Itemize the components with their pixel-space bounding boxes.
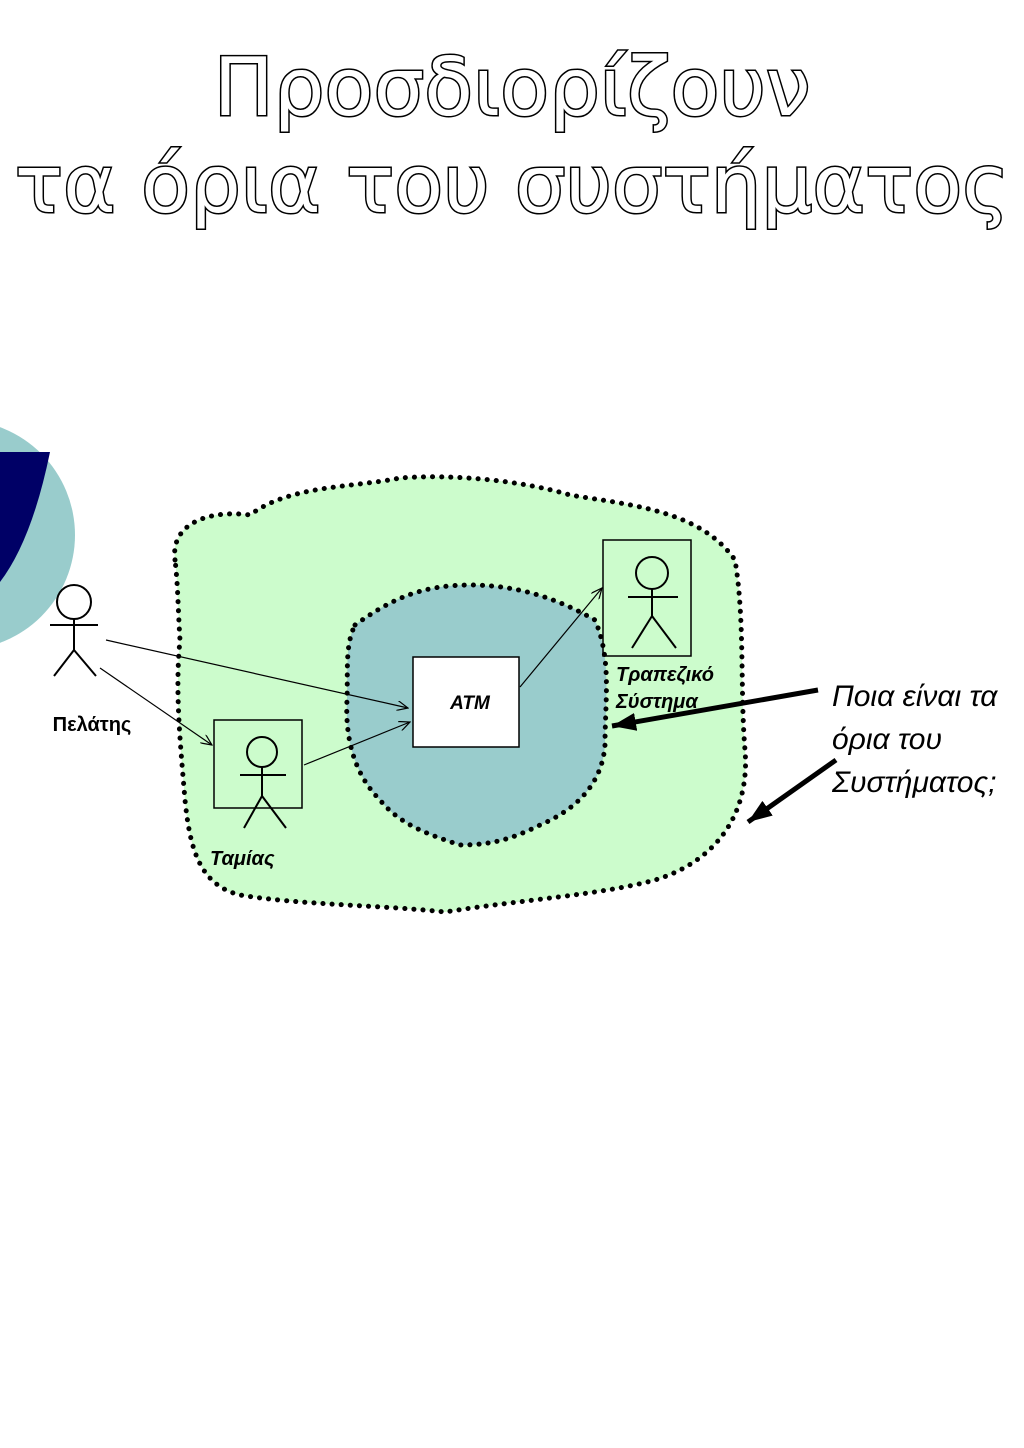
- question-line-1: Ποια είναι τα: [832, 680, 998, 713]
- slide-title-line-2: τα όρια του συστήματος: [13, 138, 1010, 231]
- bank-system-actor-icon: [628, 556, 678, 649]
- slide-title-line-1: Προσδιορίζουν: [212, 41, 812, 134]
- bank-system-label-line-1: Τραπεζικό: [616, 664, 714, 686]
- cashier-label: Ταμίας: [210, 848, 275, 870]
- atm-label: ATM: [449, 693, 491, 714]
- question-line-2: όρια του: [832, 723, 942, 756]
- arrow-atm-to-bank-system: [519, 588, 602, 688]
- arrow-question-to-inner-boundary: [611, 687, 819, 731]
- arrow-question-to-outer-boundary: [746, 757, 838, 825]
- customer-actor-icon: [50, 584, 98, 677]
- arrow-customer-to-cashier: [99, 667, 212, 745]
- customer-label: Πελάτης: [53, 714, 132, 736]
- atm-system-box: [412, 656, 520, 748]
- bank-system-label-line-2: Σύστημα: [615, 691, 699, 713]
- arrow-cashier-to-atm: [303, 722, 410, 766]
- decorative-circles: [0, 427, 75, 643]
- arrow-customer-to-atm: [105, 639, 408, 708]
- cashier-actor-icon: [240, 736, 287, 829]
- deco-circle-dark: [0, 452, 50, 582]
- cashier-actor-box: [213, 719, 303, 809]
- bank-system-actor-box: [602, 539, 692, 657]
- question-line-3: Συστήματος;: [831, 766, 996, 799]
